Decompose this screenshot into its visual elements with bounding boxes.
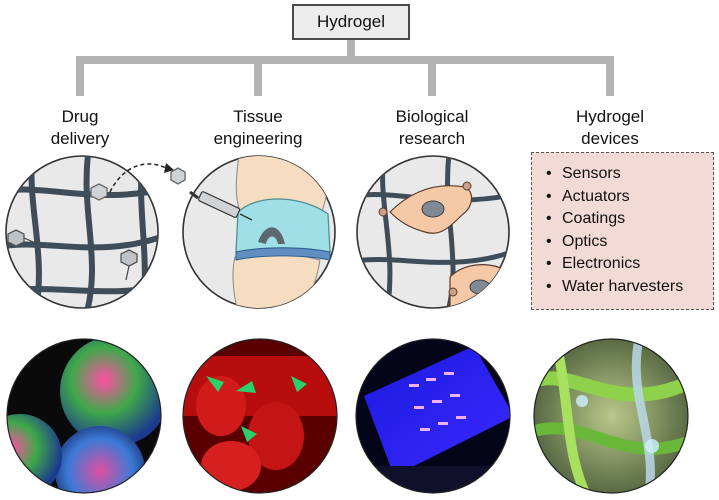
category-label-line: Tissue [233, 107, 283, 126]
category-label-line: delivery [50, 129, 110, 148]
category-label-line: devices [581, 129, 639, 148]
drug-delivery-illustration [5, 155, 159, 309]
branch-connector-tissue [254, 56, 262, 96]
trunk-connector [347, 40, 355, 60]
list-item: •Electronics [546, 255, 641, 272]
list-item: •Water harvesters [546, 277, 684, 295]
tissue-engineering-photo [182, 338, 338, 494]
horizontal-connector [76, 56, 614, 64]
category-label-line: Hydrogel [575, 107, 645, 126]
hexagon-icon [7, 229, 25, 247]
list-item-label: Actuators [562, 187, 630, 205]
syringe-icon [189, 190, 253, 221]
list-item: •Coatings [546, 210, 626, 227]
category-label-tissue-engineering: Tissue engineering [183, 106, 333, 150]
biological-research-photo [355, 338, 511, 494]
list-item-label: Electronics [562, 255, 641, 272]
list-item-label: Sensors [562, 165, 621, 182]
hexagon-icon [120, 249, 138, 267]
category-label-line: research [398, 129, 466, 148]
category-label-hydrogel-devices: Hydrogel devices [535, 106, 685, 150]
branch-connector-devices [606, 56, 614, 96]
devices-list: •Sensors •Actuators •Coatings •Optics •E… [546, 163, 713, 298]
list-item-label: Optics [562, 232, 608, 250]
hydrogel-devices-list-box: •Sensors •Actuators •Coatings •Optics •E… [531, 152, 714, 310]
list-item-label: Coatings [562, 210, 626, 227]
branch-connector-research [428, 56, 436, 96]
list-item-label: Water harvesters [562, 277, 684, 295]
root-node-box: Hydrogel [292, 4, 410, 40]
tissue-engineering-illustration [182, 155, 336, 309]
category-label-line: Biological [395, 107, 469, 126]
hexagon-icon [170, 167, 186, 185]
category-label-line: engineering [213, 129, 303, 148]
category-label-line: Drug [61, 107, 99, 126]
branch-connector-drug [76, 56, 84, 96]
drug-release-arrow [109, 163, 186, 193]
root-node-label: Hydrogel [316, 12, 386, 31]
category-label-drug-delivery: Drug delivery [5, 106, 155, 150]
biological-research-illustration [356, 155, 510, 309]
hydrogel-devices-photo [533, 338, 689, 494]
list-item: •Optics [546, 232, 608, 250]
category-label-biological-research: Biological research [357, 106, 507, 150]
hexagon-icon [90, 183, 108, 201]
list-item: •Actuators [546, 187, 630, 205]
drug-delivery-photo [6, 338, 162, 494]
list-item: •Sensors [546, 165, 621, 182]
